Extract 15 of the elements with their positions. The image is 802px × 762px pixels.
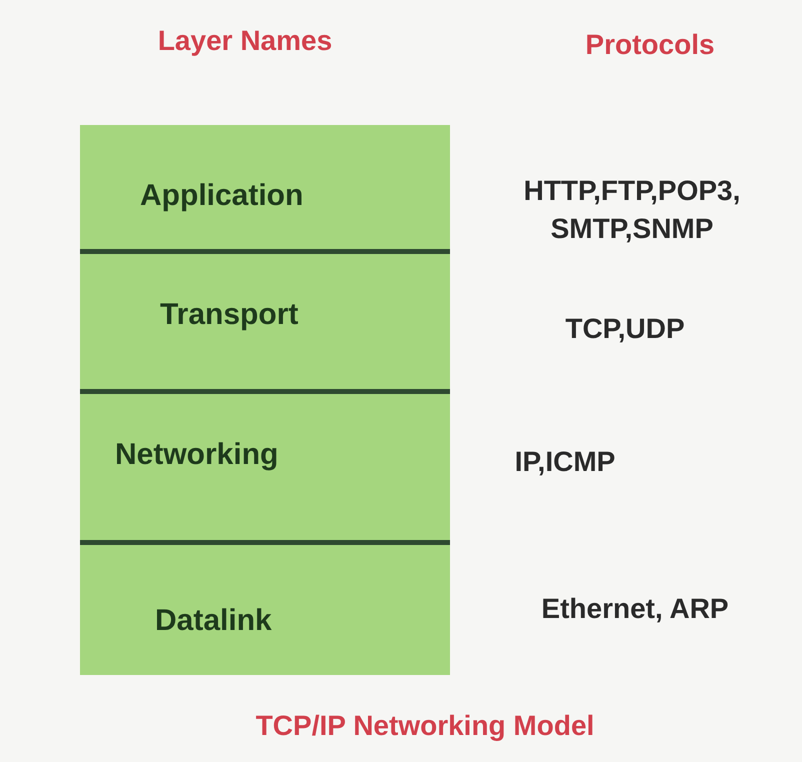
protocol-list: Ethernet, ARP — [470, 590, 800, 628]
layer-name: Datalink — [155, 603, 272, 639]
layer-name: Networking — [115, 437, 278, 473]
column-heading: Layer Names — [156, 24, 334, 58]
protocol-list: HTTP,FTP,POP3, SMTP,SNMP — [462, 172, 802, 248]
layer-name: Transport — [160, 297, 298, 333]
column-heading: Protocols — [584, 28, 716, 62]
layer-box — [80, 392, 450, 543]
protocol-list: TCP,UDP — [480, 310, 770, 348]
caption: TCP/IP Networking Model — [254, 709, 596, 743]
layer-name: Application — [140, 178, 304, 214]
layer-box — [80, 543, 450, 675]
layer-box — [80, 125, 450, 252]
protocol-list: IP,ICMP — [470, 443, 660, 481]
layer-box — [80, 252, 450, 392]
